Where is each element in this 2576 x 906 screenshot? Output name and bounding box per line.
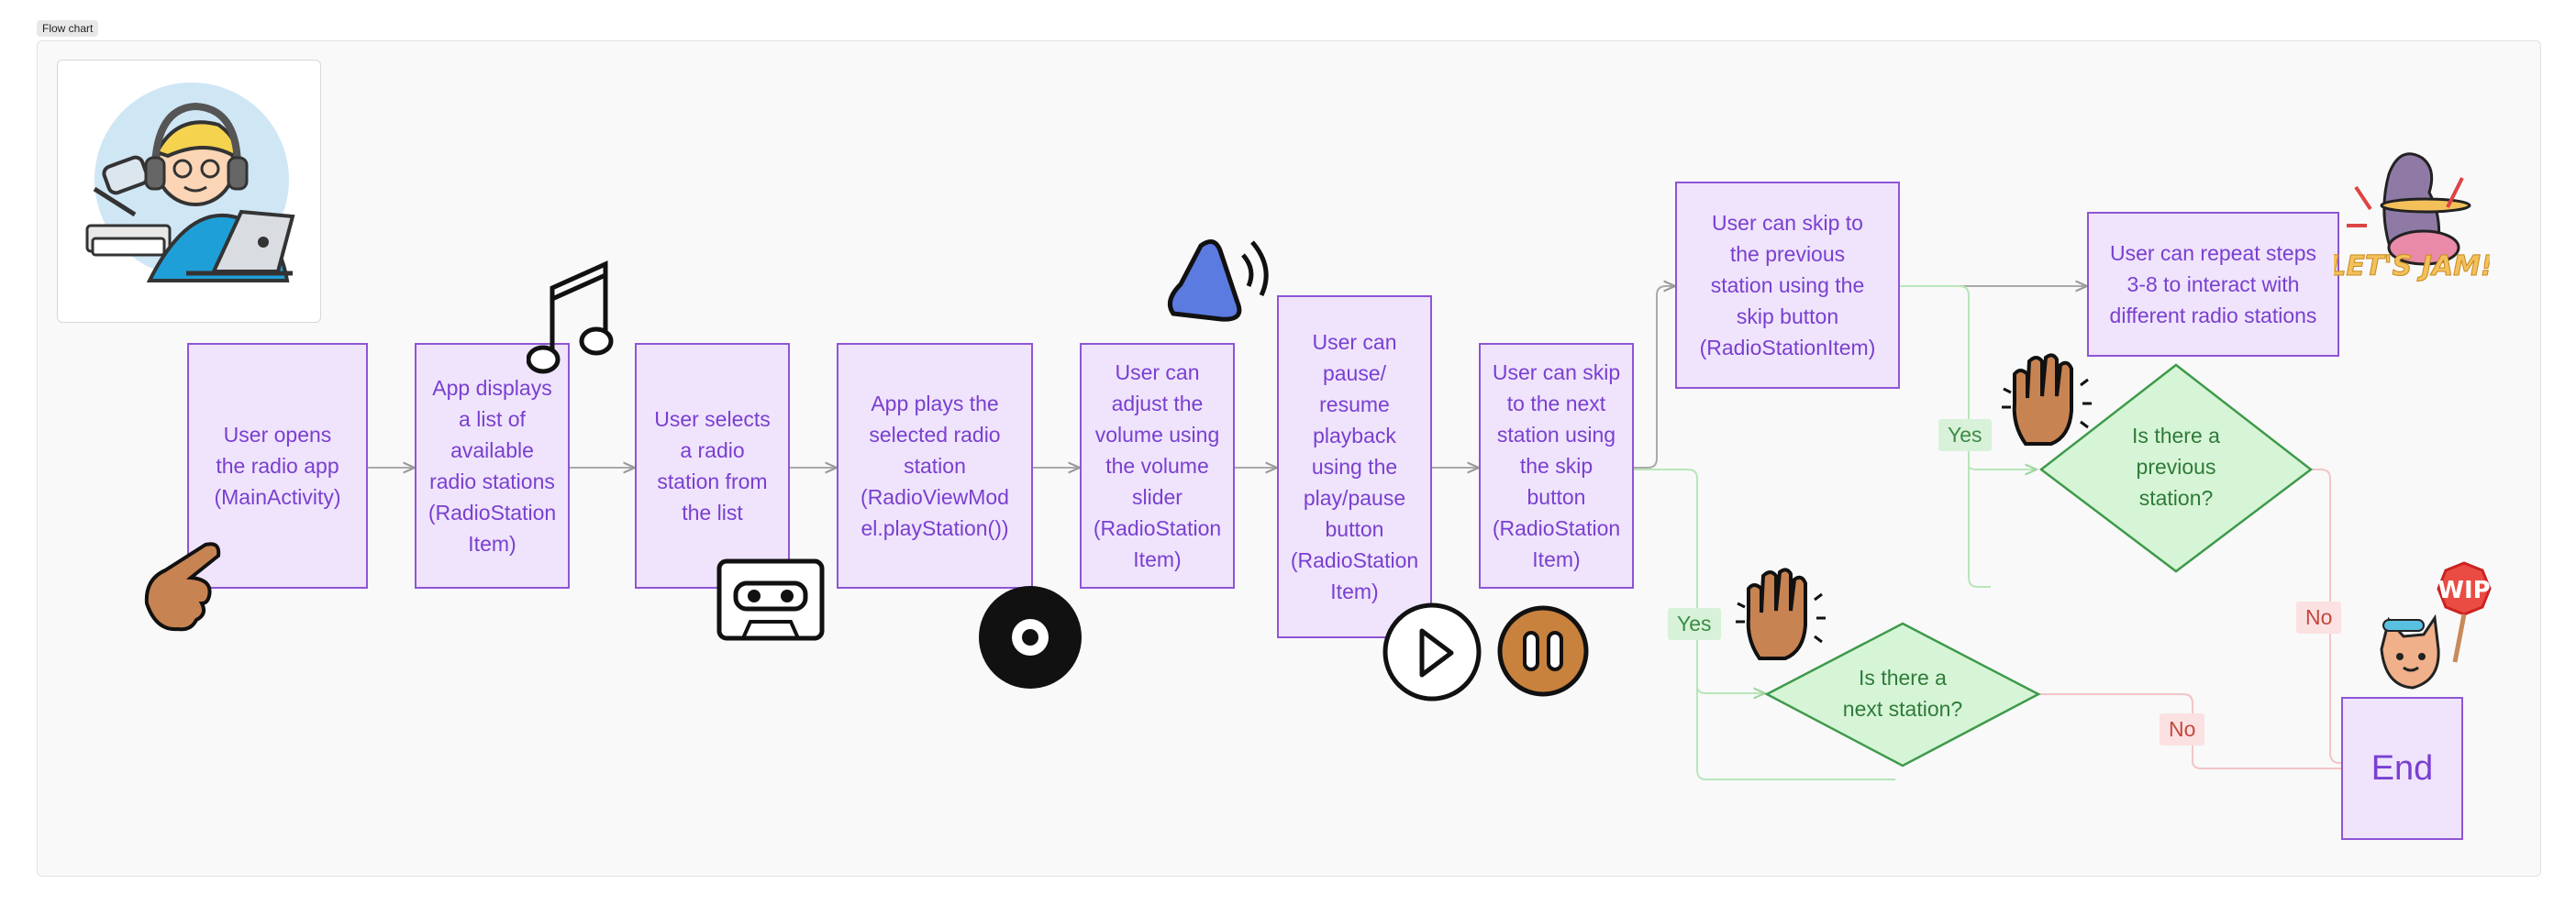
- illustration-card: [57, 60, 321, 323]
- wip-text: WIP: [2437, 577, 2490, 604]
- yes-label-previous: Yes: [1938, 419, 1992, 451]
- step-display-stations-text: App displays a list of available radio s…: [427, 376, 557, 556]
- edge-step7-step8: [1634, 286, 1675, 469]
- step-play-station-text: App plays the selected radio station (Ra…: [861, 392, 1009, 540]
- no-label-previous: No: [2296, 602, 2342, 634]
- wip-cat-sticker: WIP: [2380, 561, 2492, 690]
- pointing-hand-icon: [144, 542, 221, 632]
- lets-jam-text: LET'S JAM!: [2334, 250, 2490, 282]
- decision-next-label: Is there a next station?: [1842, 666, 1963, 721]
- end-node-text: End: [2371, 749, 2434, 788]
- step-adjust-volume[interactable]: User can adjust the volume using the vol…: [1080, 343, 1235, 589]
- step-pause-resume-text: User can pause/ resume playback using th…: [1290, 330, 1419, 603]
- frame-tag[interactable]: Flow chart: [37, 20, 99, 37]
- edge-yes-next: [1696, 642, 1765, 693]
- step-repeat-text: User can repeat steps 3-8 to interact wi…: [2109, 241, 2317, 327]
- step-display-stations[interactable]: App displays a list of available radio s…: [415, 343, 570, 589]
- step-repeat[interactable]: User can repeat steps 3-8 to interact wi…: [2087, 212, 2339, 357]
- lets-jam-sticker: LET'S JAM!: [2334, 152, 2490, 283]
- end-node[interactable]: End: [2341, 697, 2463, 840]
- cassette-icon: [716, 558, 825, 641]
- play-icon: [1382, 602, 1482, 702]
- music-note-icon: [527, 260, 614, 374]
- step-open-app-text: User opens the radio app (MainActivity): [214, 423, 341, 509]
- step-open-app[interactable]: User opens the radio app (MainActivity): [187, 343, 368, 589]
- step-pause-resume[interactable]: User can pause/ resume playback using th…: [1277, 295, 1432, 638]
- decision-previous-shape[interactable]: [2038, 363, 2314, 573]
- decision-previous-label: Is there a previous station?: [2132, 424, 2220, 510]
- decision-next-shape[interactable]: [1764, 622, 2041, 768]
- step-skip-previous[interactable]: User can skip to the previous station us…: [1675, 182, 1900, 389]
- step-select-station-text: User selects a radio station from the li…: [654, 407, 771, 525]
- step-select-station[interactable]: User selects a radio station from the li…: [635, 343, 790, 589]
- raised-hand-next-icon: [1736, 568, 1826, 660]
- step-skip-next-text: User can skip to the next station using …: [1492, 360, 1621, 571]
- no-label-next: No: [2160, 713, 2205, 746]
- step-skip-next[interactable]: User can skip to the next station using …: [1479, 343, 1634, 589]
- yes-label-next: Yes: [1668, 608, 1721, 640]
- speaker-volume-icon: [1167, 239, 1269, 322]
- edge-yes-previous: [1968, 459, 2037, 470]
- vinyl-record-icon: [979, 586, 1082, 689]
- raised-hand-previous-icon: [2002, 353, 2092, 446]
- step-play-station[interactable]: App plays the selected radio station (Ra…: [837, 343, 1033, 589]
- user-with-headphones-illustration: [85, 83, 295, 282]
- pause-icon: [1497, 605, 1589, 697]
- step-skip-previous-text: User can skip to the previous station us…: [1699, 211, 1876, 359]
- step-adjust-volume-text: User can adjust the volume using the vol…: [1093, 360, 1222, 571]
